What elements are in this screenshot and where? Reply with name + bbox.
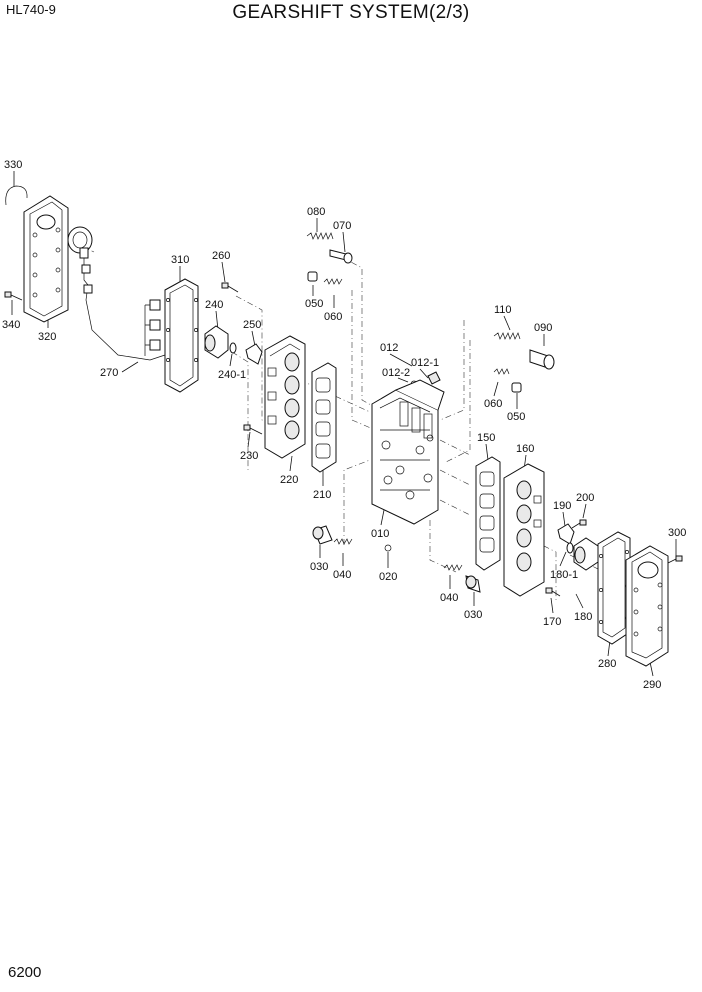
callout-180: 180 <box>574 611 592 623</box>
callout-330: 330 <box>4 159 22 171</box>
callout-labels: 330 340 320 270 310 260 240 250 240-1 23… <box>2 159 686 691</box>
callout-040-left: 040 <box>333 569 351 581</box>
callout-300: 300 <box>668 527 686 539</box>
callout-310: 310 <box>171 254 189 266</box>
callout-230: 230 <box>240 450 258 462</box>
callout-200: 200 <box>576 492 594 504</box>
valve-housing-160 <box>503 463 545 597</box>
piston-070 <box>329 249 353 264</box>
right-cover-plate-290 <box>625 545 669 667</box>
gasket-310 <box>164 278 199 393</box>
spring-060-right <box>493 368 510 375</box>
plug-030-left <box>312 525 333 545</box>
hook-clip-330 <box>5 185 28 206</box>
bracket-190 <box>557 523 575 545</box>
page-title: GEARSHIFT SYSTEM(2/3) <box>232 2 470 23</box>
callout-220: 220 <box>280 474 298 486</box>
callout-290: 290 <box>643 679 661 691</box>
callout-320: 320 <box>38 331 56 343</box>
callout-240: 240 <box>205 299 223 311</box>
leader-lines <box>11 171 677 677</box>
callout-050-right: 050 <box>507 411 525 423</box>
plug-030-right <box>465 575 481 593</box>
callout-270: 270 <box>100 367 118 379</box>
callout-150: 150 <box>477 432 495 444</box>
spring-080 <box>306 232 334 240</box>
o-ring-240-1 <box>229 342 237 354</box>
callout-020: 020 <box>379 571 397 583</box>
callout-040-right: 040 <box>440 592 458 604</box>
callout-110: 110 <box>494 304 512 316</box>
screw-260 <box>221 282 239 293</box>
screw-170 <box>545 587 561 597</box>
screw-230 <box>243 424 263 435</box>
plug-050-right <box>511 382 522 393</box>
callout-012-2: 012-2 <box>382 367 410 379</box>
plug-050-upper <box>307 271 318 282</box>
callout-030-right: 030 <box>464 609 482 621</box>
callout-050-upper: 050 <box>305 298 323 310</box>
callout-280: 280 <box>598 658 616 670</box>
solenoid-240 <box>204 325 229 359</box>
model-code: HL740-9 <box>6 2 56 17</box>
callout-012-1: 012-1 <box>411 357 439 369</box>
screw-340 <box>4 291 23 301</box>
gasket-150 <box>475 456 501 571</box>
page-number: 6200 <box>8 964 42 981</box>
callout-170: 170 <box>543 616 561 628</box>
piston-090 <box>529 349 555 370</box>
callout-260: 260 <box>212 250 230 262</box>
callout-240-1: 240-1 <box>218 369 246 381</box>
gasket-210 <box>311 362 337 473</box>
spring-040-right <box>443 564 463 571</box>
callout-180-1: 180-1 <box>550 569 578 581</box>
callout-012: 012 <box>380 342 398 354</box>
solenoid-180 <box>573 537 599 571</box>
valve-block-010 <box>371 379 445 525</box>
callout-340: 340 <box>2 319 20 331</box>
ball-020 <box>384 544 392 552</box>
callout-060-upper: 060 <box>324 311 342 323</box>
gasket-280 <box>597 531 631 645</box>
callout-160: 160 <box>516 443 534 455</box>
spring-040-left <box>333 538 353 545</box>
screw-200 <box>571 519 587 529</box>
o-ring-180-1 <box>566 542 574 554</box>
callout-060-right: 060 <box>484 398 502 410</box>
callout-210: 210 <box>313 489 331 501</box>
spring-110 <box>493 332 521 340</box>
callout-080: 080 <box>307 206 325 218</box>
spring-060-upper <box>323 278 343 285</box>
valve-housing-220 <box>264 335 306 459</box>
callout-070: 070 <box>333 220 351 232</box>
bracket-250 <box>245 343 263 365</box>
callout-190: 190 <box>553 500 571 512</box>
callout-010: 010 <box>371 528 389 540</box>
callout-250: 250 <box>243 319 261 331</box>
callout-030-left: 030 <box>310 561 328 573</box>
wiring-harness-270 <box>67 226 166 361</box>
assembly-centerlines <box>67 239 646 600</box>
callout-090: 090 <box>534 322 552 334</box>
left-cover-plate-320 <box>23 195 69 323</box>
